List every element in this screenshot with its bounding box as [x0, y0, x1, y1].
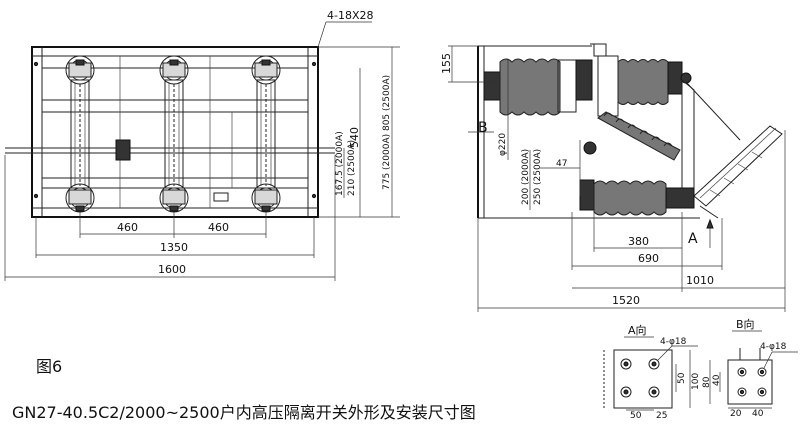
view-a-detail: A向 4-φ18 50 100 50 25 [603, 323, 701, 421]
mount-hole [311, 193, 317, 199]
view-a-dim-100: 100 [691, 373, 701, 390]
dim-phase-spacing-left: 460 [117, 221, 138, 234]
side-view: 155 B φ220 47 200 (2000A) 250 (2500A) A … [440, 43, 786, 312]
view-a-title: A向 [628, 323, 647, 337]
view-b-dim-20: 20 [730, 409, 742, 419]
mount-hole [33, 193, 39, 199]
view-a-holes: 4-φ18 [660, 337, 687, 347]
pole-phase-1 [65, 55, 95, 213]
dim-height-540: 540 [348, 127, 361, 148]
dim-200: 200 (2000A) [521, 149, 531, 205]
view-a-dim-25: 25 [656, 411, 667, 421]
dim-phi220: φ220 [498, 133, 508, 156]
mount-hole [311, 61, 317, 67]
view-label-a: A [688, 231, 698, 247]
lower-insulator [579, 179, 695, 216]
dim-210: 210 (2500A) [347, 140, 357, 196]
blade-arm [681, 78, 695, 201]
right-upper-insulator [597, 55, 692, 117]
mount-hole [33, 61, 39, 67]
terminal-plate-b [727, 359, 773, 405]
upper-insulator [483, 43, 607, 116]
pole-phase-2 [159, 55, 189, 213]
dim-690: 690 [638, 252, 659, 265]
pole-phase-3 [251, 55, 281, 213]
figure-caption: GN27-40.5C2/2000~2500户内高压隔离开关外形及安装尺寸图 [12, 403, 476, 422]
dim-155: 155 [440, 53, 453, 74]
dim-phase-spacing-right: 460 [208, 221, 229, 234]
view-b-dim-40v: 40 [712, 374, 722, 386]
view-b-holes: 4-φ18 [760, 342, 787, 352]
view-a-dim-50v: 50 [677, 372, 687, 384]
inclined-insulator [583, 111, 681, 161]
dim-total-width: 1600 [158, 263, 186, 276]
dim-height-775: 775 (2000A) 805 (2500A) [382, 75, 392, 190]
front-view: 4-18X28 460 460 1350 1600 540 775 (2000A… [4, 9, 400, 281]
operating-handle [693, 125, 783, 207]
view-b-dim-80: 80 [702, 376, 712, 388]
nameplate [213, 192, 229, 202]
operating-link [115, 139, 131, 161]
view-b-detail: B向 4-φ18 40 80 20 40 [702, 317, 798, 419]
figure-label: 图6 [36, 357, 62, 376]
base-frame [31, 46, 319, 218]
view-b-title: B向 [736, 317, 755, 331]
dim-1520: 1520 [612, 294, 640, 307]
dim-1010: 1010 [686, 274, 714, 287]
terminal-plate-a [613, 349, 673, 409]
hole-spec-label: 4-18X28 [327, 9, 374, 22]
view-a-dim-50h: 50 [630, 411, 642, 421]
view-label-b: B [478, 120, 488, 136]
dim-380: 380 [628, 235, 649, 248]
dim-47: 47 [556, 159, 567, 169]
dim-mount-width: 1350 [160, 241, 188, 254]
view-b-dim-40h: 40 [752, 409, 764, 419]
dim-250: 250 (2500A) [533, 149, 543, 205]
dim-1675: 167.5 (2000A) [335, 131, 345, 196]
